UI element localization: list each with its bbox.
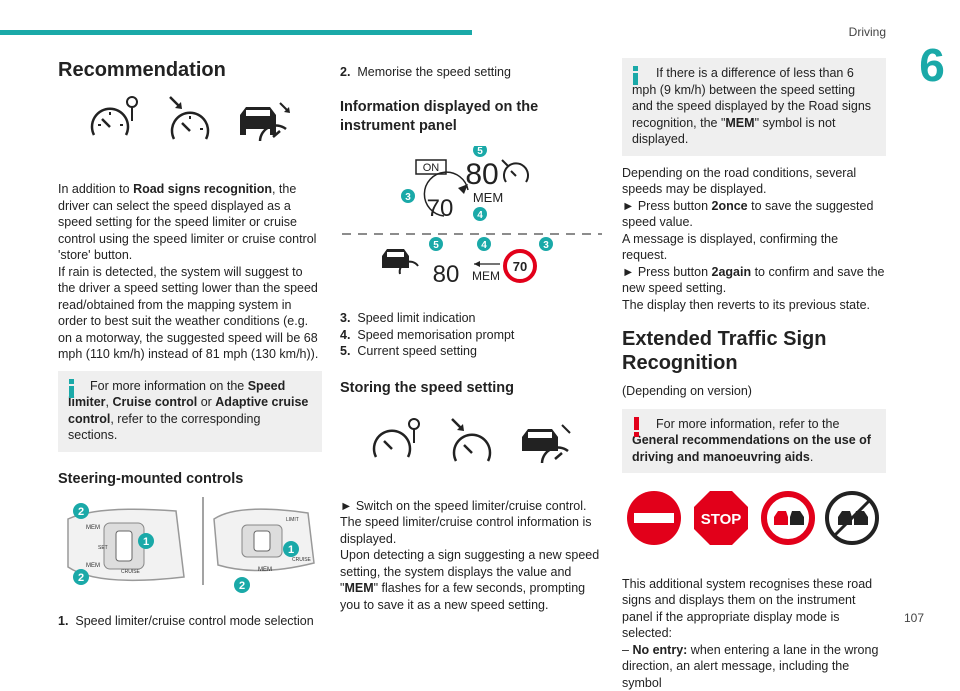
mem-label: MEM bbox=[86, 525, 100, 531]
store-step-3: Upon detecting a sign suggesting a new s… bbox=[340, 547, 604, 613]
warning-icon bbox=[632, 417, 640, 437]
svg-text:4: 4 bbox=[481, 240, 487, 251]
svg-text:3: 3 bbox=[405, 192, 411, 203]
cruise-control-icon bbox=[448, 417, 496, 467]
column-1: Recommendation bbox=[58, 56, 322, 630]
svg-text:1: 1 bbox=[288, 544, 294, 556]
svg-text:STOP: STOP bbox=[701, 511, 742, 528]
adaptive-cruise-icon bbox=[236, 95, 292, 145]
cruise-control-icon bbox=[166, 95, 214, 145]
recommendation-para2: If rain is detected, the system will sug… bbox=[58, 264, 322, 363]
list-item: 5. Current speed setting bbox=[340, 343, 604, 360]
controls-caption: 1. Speed limiter/cruise control mode sel… bbox=[58, 613, 322, 630]
section-title: Driving bbox=[849, 24, 886, 41]
speed-limiter-icon bbox=[88, 95, 144, 145]
cruise-label-left: CRUISE bbox=[121, 569, 141, 575]
steering-controls-heading: Steering-mounted controls bbox=[58, 470, 322, 489]
warning-note: For more information, refer to the Gener… bbox=[622, 409, 886, 474]
system-description: This additional system recognises these … bbox=[622, 576, 886, 642]
header-bar bbox=[0, 30, 472, 35]
version-note: (Depending on version) bbox=[622, 383, 886, 400]
svg-text:1: 1 bbox=[143, 536, 149, 548]
list-item: 4. Speed memorisation prompt bbox=[340, 327, 604, 344]
column-2: 2. Memorise the speed setting Informatio… bbox=[340, 56, 604, 613]
limit-value-top: 70 bbox=[427, 195, 454, 222]
svg-text:3: 3 bbox=[543, 240, 549, 251]
speed-limiter-icon bbox=[370, 417, 426, 467]
svg-text:2: 2 bbox=[78, 572, 84, 584]
mem-label-right: MEM bbox=[258, 567, 272, 573]
info-icon bbox=[632, 66, 640, 84]
limit-label: LIMIT bbox=[286, 517, 299, 523]
svg-text:2: 2 bbox=[239, 580, 245, 592]
memorise-item: 2. Memorise the speed setting bbox=[340, 64, 604, 81]
recommendation-icons bbox=[58, 94, 322, 146]
press-once-step: ► Press button 2once to save the suggest… bbox=[622, 198, 886, 231]
no-entry-item: – No entry: when entering a lane in the … bbox=[622, 642, 886, 691]
mem-label-2: MEM bbox=[86, 563, 100, 569]
info-note-mem: If there is a difference of less than 6 … bbox=[622, 58, 886, 156]
cruise-label-right: CRUISE bbox=[292, 557, 312, 563]
extended-tsr-title: Extended Traffic Sign Recognition bbox=[622, 327, 886, 375]
svg-text:5: 5 bbox=[477, 146, 483, 157]
limit-sign-value: 70 bbox=[513, 259, 527, 274]
manual-page: Driving 6 107 Recommendation bbox=[0, 0, 960, 640]
storing-icons bbox=[340, 412, 604, 472]
mem-label-bottom: MEM bbox=[472, 269, 500, 283]
info-displayed-heading: Information displayed on the instrument … bbox=[340, 98, 604, 136]
svg-text:4: 4 bbox=[477, 210, 483, 221]
press-again-step: ► Press button 2again to confirm and sav… bbox=[622, 264, 886, 297]
recommendation-para1: In addition to Road signs recognition, t… bbox=[58, 181, 322, 264]
revert-para: The display then reverts to its previous… bbox=[622, 297, 886, 314]
svg-text:2: 2 bbox=[78, 506, 84, 518]
road-conditions-para: Depending on the road conditions, severa… bbox=[622, 165, 886, 198]
road-signs-row: STOP bbox=[622, 487, 886, 549]
panel-legend-list: 3. Speed limit indication 4. Speed memor… bbox=[340, 310, 604, 360]
confirm-message-para: A message is displayed, confirming the r… bbox=[622, 231, 886, 264]
store-step-1: ► Switch on the speed limiter/cruise con… bbox=[340, 498, 604, 515]
on-label: ON bbox=[423, 162, 440, 174]
recommendation-title: Recommendation bbox=[58, 58, 322, 82]
set-label: SET bbox=[98, 545, 108, 551]
speed-setting-bottom: 80 bbox=[433, 261, 460, 288]
steering-controls-diagram: MEM SET CRUISE MEM 2 1 2 LIMIT CRUISE ME… bbox=[58, 497, 322, 597]
adaptive-cruise-icon bbox=[518, 417, 574, 467]
chapter-number: 6 bbox=[904, 40, 960, 90]
list-item: 3. Speed limit indication bbox=[340, 310, 604, 327]
speed-setting-top: 80 bbox=[465, 158, 498, 191]
info-icon bbox=[68, 379, 76, 397]
instrument-panel-diagram: ON 80 5 70 MEM 3 4 80 MEM 70 bbox=[340, 146, 604, 290]
info-note: For more information on the Speed limite… bbox=[58, 371, 322, 452]
column-3: If there is a difference of less than 6 … bbox=[622, 56, 886, 691]
store-step-2: The speed limiter/cruise control informa… bbox=[340, 514, 604, 547]
mem-label-top: MEM bbox=[473, 190, 503, 205]
storing-heading: Storing the speed setting bbox=[340, 379, 604, 398]
svg-text:5: 5 bbox=[433, 240, 439, 251]
page-number: 107 bbox=[904, 610, 924, 627]
